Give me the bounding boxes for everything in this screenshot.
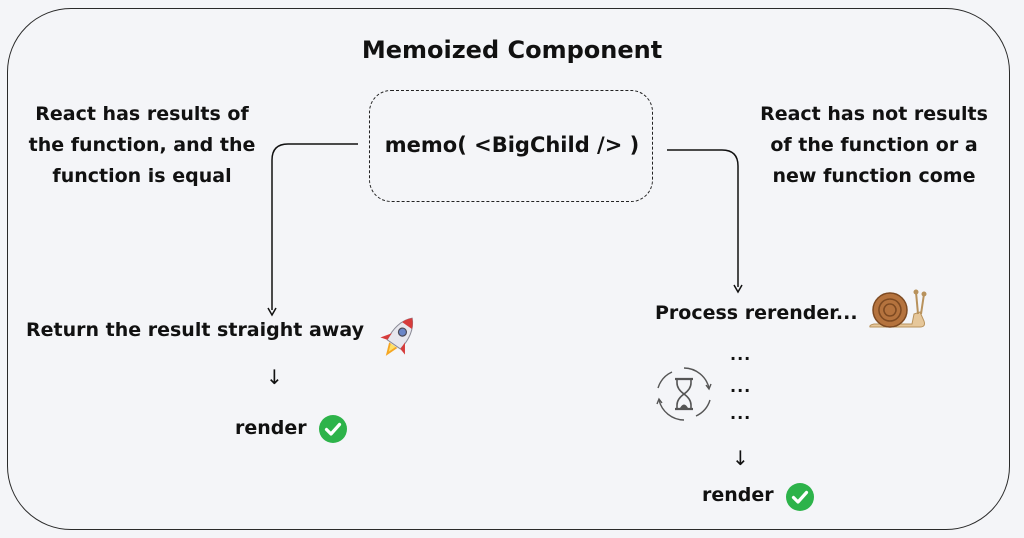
progress-dots: ... (730, 404, 752, 423)
right-process-text: Process rerender... (655, 302, 858, 324)
connector-left (271, 143, 358, 310)
left-result-text: Return the result straight away (26, 319, 364, 341)
left-condition-text: React has results of the function, and t… (12, 99, 272, 192)
right-condition-line: new function come (772, 165, 976, 187)
hourglass-icon (656, 367, 712, 421)
left-condition-line: the function, and the (28, 134, 256, 156)
memo-box (369, 90, 653, 202)
left-condition-line: React has results of (35, 103, 249, 125)
memo-label-text: memo( <BigChild /> ) (384, 133, 640, 157)
check-circle-icon (786, 483, 814, 511)
right-condition-line: of the function or a (770, 134, 978, 156)
memo-label: memo( <BigChild /> ) (0, 135, 1024, 156)
arrowhead-left (267, 307, 277, 317)
progress-dots: ... (730, 345, 752, 364)
check-circle-icon (319, 415, 347, 443)
snail-icon (869, 289, 927, 328)
diagram-title: Memoized Component (361, 36, 663, 64)
right-render-text: render (702, 484, 774, 506)
arrowhead-right (733, 284, 743, 294)
down-arrow-right: ↓ (732, 446, 749, 470)
left-render-text: render (235, 417, 307, 439)
rocket-icon (380, 317, 414, 356)
left-condition-line: function is equal (52, 165, 232, 187)
down-arrow-left: ↓ (266, 365, 283, 389)
connector-right (667, 149, 739, 287)
outer-frame (7, 8, 1010, 530)
right-condition-line: React has not results (760, 103, 988, 125)
right-condition-text: React has not results of the function or… (744, 99, 1004, 192)
progress-dots: ... (730, 377, 752, 396)
